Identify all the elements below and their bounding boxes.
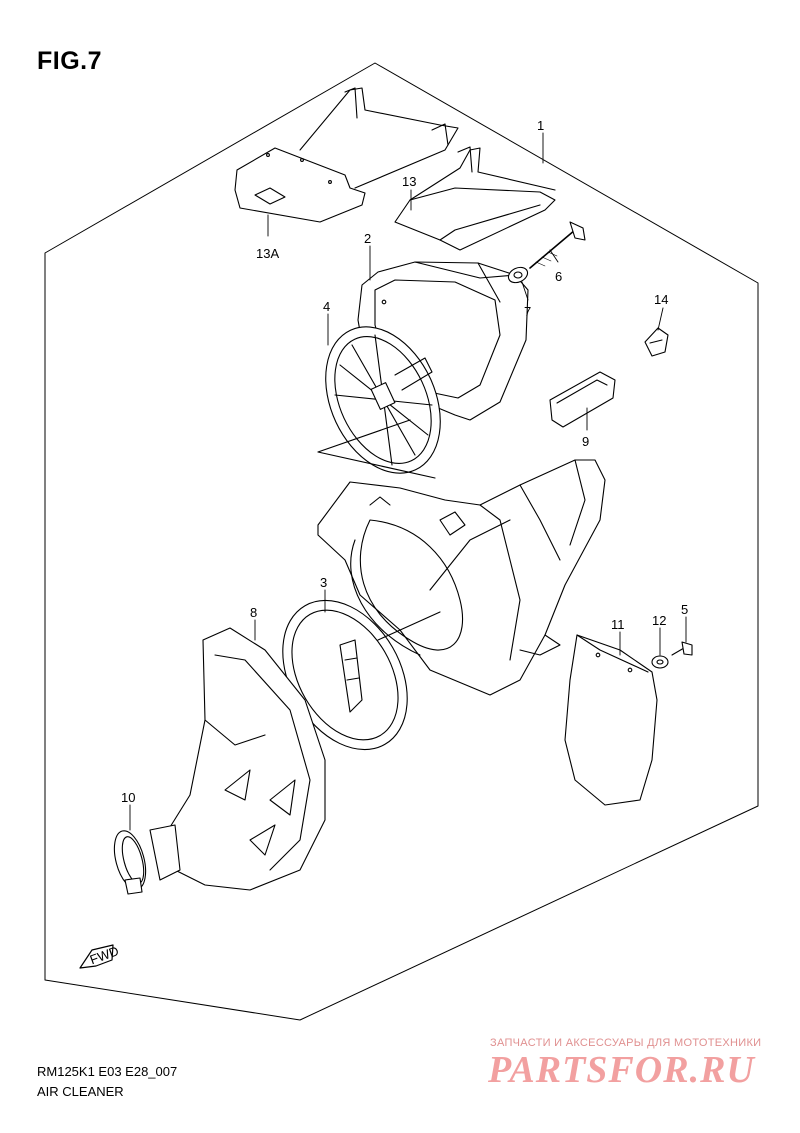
part-1-case — [317, 459, 606, 696]
part-11-mud-flap — [564, 634, 658, 806]
part-13-screen — [394, 146, 556, 251]
figure-title: FIG.7 — [37, 47, 103, 75]
callout-10: 10 — [121, 790, 135, 805]
callout-2: 2 — [364, 231, 371, 246]
part-3-ring — [282, 599, 441, 751]
part-4-filter-cage — [317, 326, 441, 479]
callout-7: 7 — [524, 304, 531, 319]
callout-14: 14 — [654, 292, 668, 307]
callout-9: 9 — [582, 434, 589, 449]
part-8-intake-boot — [149, 627, 326, 891]
callout-11: 11 — [611, 617, 625, 632]
figure-code: RM125K1 E03 E28_007 — [37, 1064, 178, 1079]
part-10-clamp — [113, 830, 147, 895]
callout-8: 8 — [250, 605, 257, 620]
callout-13: 13 — [402, 174, 416, 189]
figure-name: AIR CLEANER — [37, 1084, 124, 1099]
part-9-strap — [549, 371, 616, 428]
callout-3: 3 — [320, 575, 327, 590]
part-12-washer — [651, 655, 669, 669]
watermark-logo: PARTSFOR.RU — [488, 1049, 755, 1091]
callout-5: 5 — [681, 602, 688, 617]
callout-6: 6 — [555, 269, 562, 284]
callout-labels: 1 2 3 4 5 6 7 8 9 10 11 12 13 13A 14 — [121, 118, 688, 805]
callout-4: 4 — [323, 299, 330, 314]
part-5-screw — [671, 641, 693, 656]
part-13a-plate — [234, 87, 459, 223]
part-6-bolt — [529, 221, 586, 269]
part-14-clip — [644, 327, 669, 357]
fwd-label: FWD — [88, 943, 121, 967]
watermark-tagline: ЗАПЧАСТИ И АКСЕССУАРЫ ДЛЯ МОТОТЕХНИКИ — [490, 1037, 762, 1049]
fwd-arrow-icon — [79, 944, 114, 969]
callout-12: 12 — [652, 613, 666, 628]
part-7-washer — [507, 266, 529, 284]
assembly-boundary — [44, 62, 759, 1021]
callout-13a: 13A — [256, 246, 279, 261]
leader-lines — [129, 132, 687, 831]
callout-1: 1 — [537, 118, 544, 133]
